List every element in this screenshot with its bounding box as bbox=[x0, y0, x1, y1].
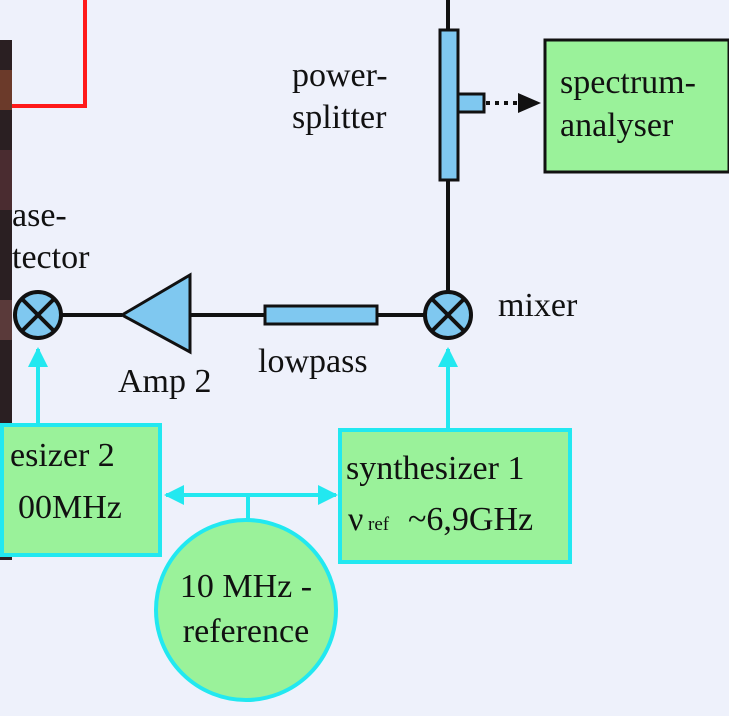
power-splitter bbox=[438, 28, 486, 182]
red-signal-line bbox=[12, 0, 87, 108]
mixer-label: mixer bbox=[498, 287, 578, 324]
lowpass-label: lowpass bbox=[258, 343, 368, 380]
synthesizer-1-nu: ν bbox=[348, 501, 363, 538]
lowpass-filter-icon bbox=[263, 304, 379, 326]
synthesizer-1-ref-subscript: ref bbox=[368, 514, 390, 535]
spectrum-analyser-label-1: spectrum- bbox=[560, 64, 696, 101]
power-splitter-label-1: power- bbox=[292, 57, 388, 94]
amplifier-label: Amp 2 bbox=[118, 363, 212, 400]
synthesizer-2-label-2: 00MHz bbox=[18, 489, 122, 526]
mixer-icon bbox=[423, 290, 473, 340]
reference-signal-arrows bbox=[28, 347, 458, 520]
amplifier-icon bbox=[118, 272, 192, 355]
phase-detector-label-2: tector bbox=[12, 239, 90, 276]
phase-detector-icon bbox=[13, 290, 63, 340]
wires bbox=[60, 0, 450, 317]
synthesizer-1-box bbox=[338, 428, 572, 564]
reference-label-1: 10 MHz - bbox=[180, 568, 312, 605]
synthesizer-1-frequency: ~6,9GHz bbox=[408, 501, 533, 538]
reference-label-2: reference bbox=[183, 613, 309, 650]
spectrum-analyser-box bbox=[543, 38, 729, 174]
synthesizer-2-box bbox=[0, 423, 162, 557]
synthesizer-1-label: synthesizer 1 bbox=[346, 450, 524, 487]
reference-circle bbox=[154, 518, 338, 702]
phase-detector-label-1: ase- bbox=[12, 197, 67, 234]
splitter-to-analyser-arrow bbox=[486, 93, 541, 113]
power-splitter-label-2: splitter bbox=[292, 99, 387, 136]
spectrum-analyser-label-2: analyser bbox=[560, 107, 674, 144]
synthesizer-2-label-1: esizer 2 bbox=[10, 437, 115, 474]
